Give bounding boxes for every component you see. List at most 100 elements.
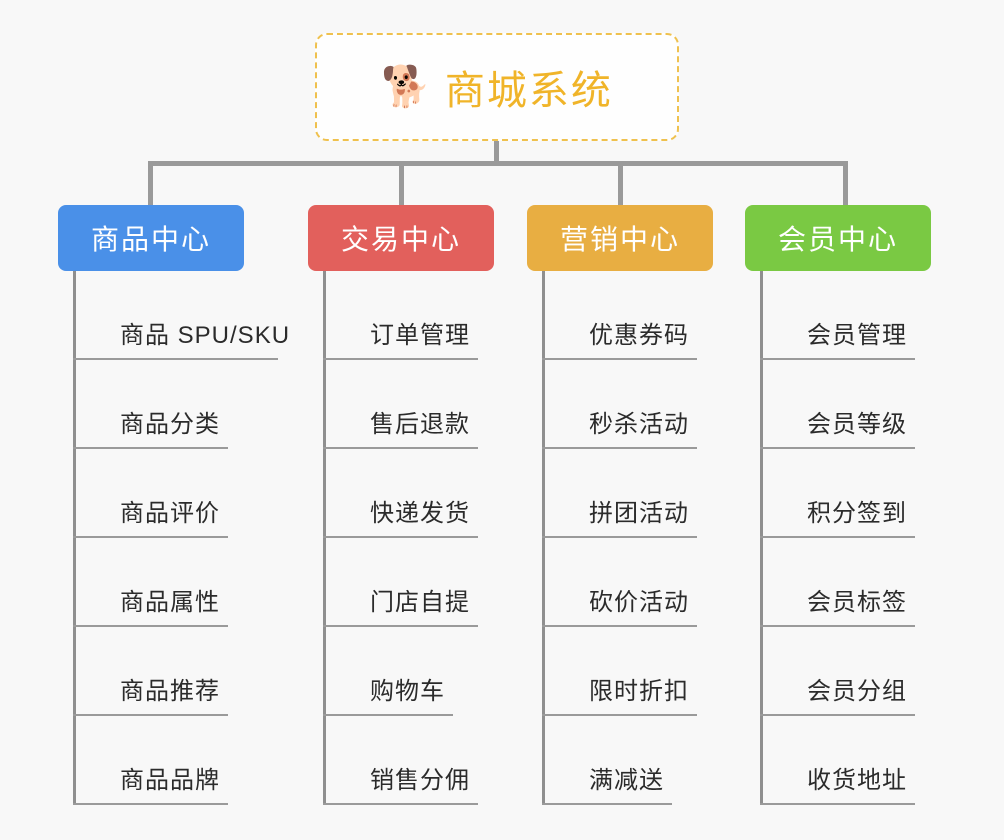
leaf-item-label: 商品 SPU/SKU	[120, 322, 291, 349]
leaf-item-underline	[760, 803, 915, 805]
category-header[interactable]: 商品中心	[58, 205, 244, 271]
leaf-item-label: 砍价活动	[589, 589, 689, 616]
leaf-item[interactable]: 限时折扣	[542, 627, 772, 716]
leaf-item-label: 售后退款	[370, 411, 470, 438]
leaf-item[interactable]: 积分签到	[760, 449, 990, 538]
leaf-item-underline	[323, 447, 478, 449]
leaf-item-underline	[323, 358, 478, 360]
leaf-item-label: 门店自提	[370, 589, 470, 616]
leaf-item-underline	[323, 536, 478, 538]
leaf-item-underline	[73, 803, 228, 805]
leaf-item-label: 会员管理	[807, 322, 907, 349]
leaf-item-label: 积分签到	[807, 500, 907, 527]
connector-drop-2	[399, 161, 404, 207]
leaf-item-underline	[542, 803, 672, 805]
leaf-item-underline	[760, 714, 915, 716]
leaf-list: 会员管理会员等级积分签到会员标签会员分组收货地址	[760, 271, 990, 805]
leaf-item-underline	[73, 625, 228, 627]
leaf-item-underline	[73, 447, 228, 449]
branch-trunk-line	[760, 271, 763, 805]
shiba-dog-face-icon: 🐕	[381, 65, 431, 109]
leaf-item[interactable]: 商品 SPU/SKU	[73, 271, 303, 360]
leaf-item[interactable]: 满减送	[542, 716, 772, 805]
leaf-item-label: 拼团活动	[589, 500, 689, 527]
leaf-item-underline	[73, 358, 278, 360]
leaf-item[interactable]: 秒杀活动	[542, 360, 772, 449]
root-title: 商城系统	[444, 69, 613, 113]
branch-column-2: 交易中心订单管理售后退款快递发货门店自提购物车销售分佣	[308, 205, 494, 805]
branch-column-4: 会员中心会员管理会员等级积分签到会员标签会员分组收货地址	[745, 205, 931, 805]
leaf-item-label: 销售分佣	[370, 767, 470, 794]
category-header[interactable]: 交易中心	[308, 205, 494, 271]
leaf-item-label: 商品分类	[120, 411, 220, 438]
category-header[interactable]: 营销中心	[527, 205, 713, 271]
category-header-label: 营销中心	[559, 224, 680, 255]
leaf-item-underline	[542, 625, 697, 627]
leaf-item[interactable]: 拼团活动	[542, 449, 772, 538]
connector-horizontal-bus	[148, 161, 848, 166]
leaf-item[interactable]: 售后退款	[323, 360, 553, 449]
leaf-item[interactable]: 会员等级	[760, 360, 990, 449]
connector-drop-4	[843, 161, 848, 207]
leaf-item[interactable]: 砍价活动	[542, 538, 772, 627]
leaf-item-label: 满减送	[589, 767, 664, 794]
leaf-item-label: 限时折扣	[589, 678, 689, 705]
leaf-item-label: 会员等级	[807, 411, 907, 438]
leaf-item[interactable]: 订单管理	[323, 271, 553, 360]
leaf-list: 优惠券码秒杀活动拼团活动砍价活动限时折扣满减送	[542, 271, 772, 805]
leaf-item-label: 商品品牌	[120, 767, 220, 794]
leaf-item-underline	[73, 536, 228, 538]
category-header[interactable]: 会员中心	[745, 205, 931, 271]
leaf-item-underline	[542, 536, 697, 538]
leaf-item-label: 会员分组	[807, 678, 907, 705]
leaf-item[interactable]: 会员分组	[760, 627, 990, 716]
leaf-item-label: 优惠券码	[589, 322, 689, 349]
leaf-item-label: 商品推荐	[120, 678, 220, 705]
leaf-item-underline	[323, 714, 453, 716]
leaf-item-underline	[73, 714, 228, 716]
leaf-item-label: 订单管理	[370, 322, 470, 349]
leaf-item-label: 收货地址	[807, 767, 907, 794]
leaf-item-underline	[760, 358, 915, 360]
leaf-item[interactable]: 门店自提	[323, 538, 553, 627]
branch-trunk-line	[73, 271, 76, 805]
branch-trunk-line	[323, 271, 326, 805]
leaf-item-underline	[760, 447, 915, 449]
category-header-label: 商品中心	[90, 224, 211, 255]
leaf-item[interactable]: 销售分佣	[323, 716, 553, 805]
category-header-label: 交易中心	[340, 224, 461, 255]
leaf-item-underline	[323, 625, 478, 627]
connector-root-stem	[494, 141, 499, 165]
leaf-item[interactable]: 会员标签	[760, 538, 990, 627]
connector-drop-3	[618, 161, 623, 207]
leaf-list: 订单管理售后退款快递发货门店自提购物车销售分佣	[323, 271, 553, 805]
root-node[interactable]: 🐕 商城系统	[315, 33, 679, 141]
leaf-item[interactable]: 商品属性	[73, 538, 303, 627]
leaf-item-label: 快递发货	[370, 500, 470, 527]
leaf-item-underline	[323, 803, 478, 805]
leaf-item-underline	[542, 447, 697, 449]
leaf-item[interactable]: 商品推荐	[73, 627, 303, 716]
leaf-item-label: 商品属性	[120, 589, 220, 616]
leaf-item[interactable]: 优惠券码	[542, 271, 772, 360]
leaf-item-label: 商品评价	[120, 500, 220, 527]
leaf-item-underline	[542, 358, 697, 360]
leaf-item[interactable]: 商品评价	[73, 449, 303, 538]
leaf-list: 商品 SPU/SKU 商品分类商品评价商品属性商品推荐商品品牌	[73, 271, 303, 805]
connector-drop-1	[148, 161, 153, 207]
category-header-label: 会员中心	[777, 224, 898, 255]
leaf-item-underline	[760, 536, 915, 538]
leaf-item-label: 秒杀活动	[589, 411, 689, 438]
branch-column-3: 营销中心优惠券码秒杀活动拼团活动砍价活动限时折扣满减送	[527, 205, 713, 805]
leaf-item[interactable]: 商品品牌	[73, 716, 303, 805]
branch-column-1: 商品中心商品 SPU/SKU 商品分类商品评价商品属性商品推荐商品品牌	[58, 205, 289, 805]
leaf-item[interactable]: 购物车	[323, 627, 553, 716]
leaf-item-label: 购物车	[370, 678, 445, 705]
leaf-item[interactable]: 快递发货	[323, 449, 553, 538]
leaf-item[interactable]: 会员管理	[760, 271, 990, 360]
branch-trunk-line	[542, 271, 545, 805]
leaf-item[interactable]: 收货地址	[760, 716, 990, 805]
leaf-item-underline	[542, 714, 697, 716]
leaf-item[interactable]: 商品分类	[73, 360, 303, 449]
